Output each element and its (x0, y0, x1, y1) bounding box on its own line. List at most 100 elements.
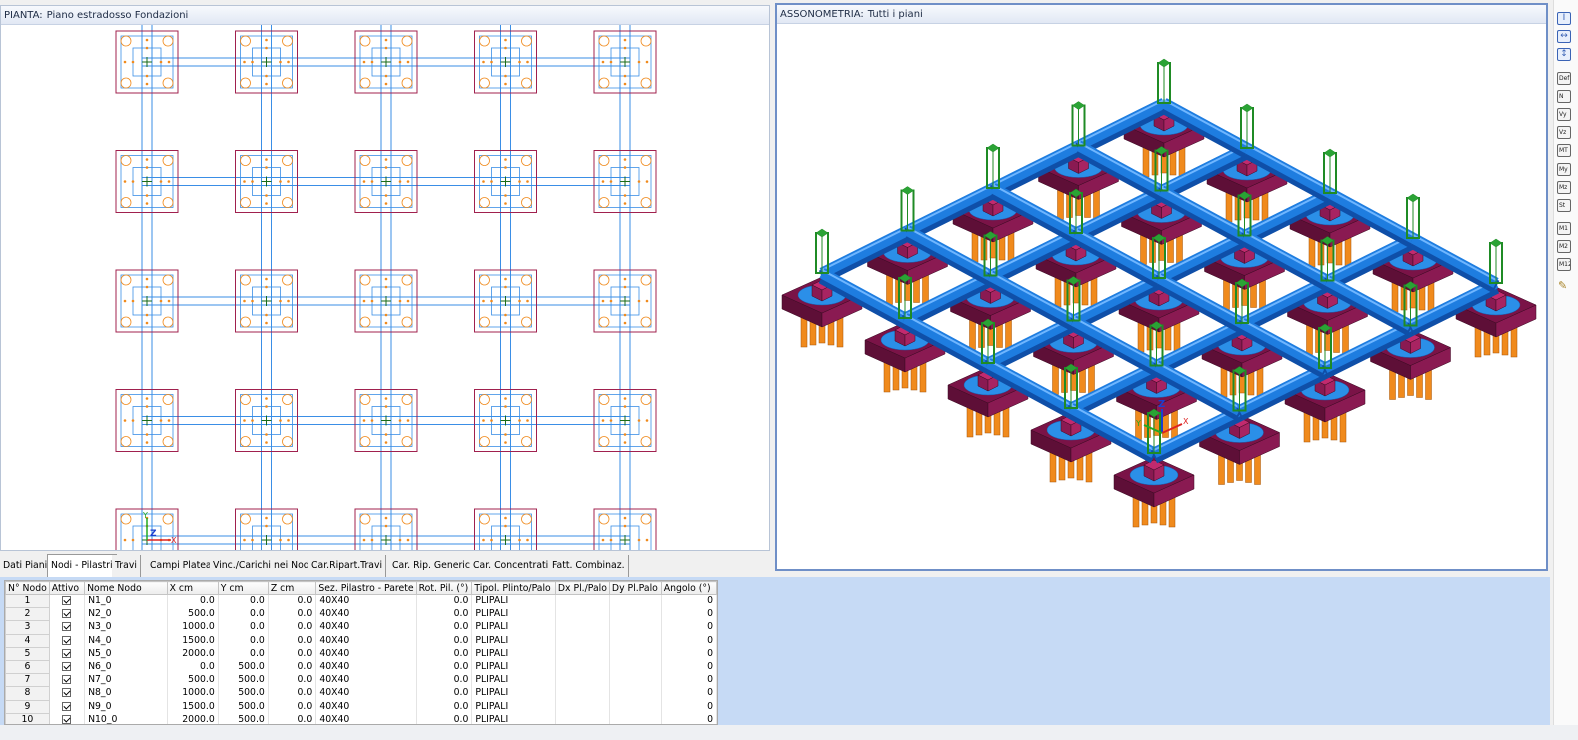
column-header[interactable]: Attivo (48, 581, 86, 595)
table-cell[interactable]: 40X40 (315, 607, 417, 621)
table-cell[interactable]: 0 (661, 713, 717, 724)
table-cell[interactable] (609, 607, 662, 621)
moment-z-icon[interactable]: Mz (1557, 181, 1571, 194)
table-cell[interactable] (555, 660, 610, 674)
table-cell[interactable]: 0.0 (416, 673, 473, 687)
table-cell[interactable]: 0 (661, 634, 717, 648)
table-cell[interactable] (555, 607, 610, 621)
table-cell[interactable]: N8_0 (84, 686, 168, 700)
table-cell[interactable]: PLIPALI (471, 686, 556, 700)
table-cell[interactable]: N4_0 (84, 634, 168, 648)
table-cell[interactable]: PLIPALI (471, 647, 556, 661)
table-cell[interactable]: 2000.0 (167, 647, 219, 661)
table-cell[interactable] (555, 700, 610, 714)
active-checkbox-cell[interactable] (49, 607, 86, 621)
checkbox[interactable] (62, 675, 72, 685)
table-cell[interactable] (609, 660, 662, 674)
row-number[interactable]: 8 (5, 686, 50, 701)
table-cell[interactable]: 0.0 (167, 660, 219, 674)
table-cell[interactable]: 0 (661, 673, 717, 687)
horizontal-dimension-icon[interactable]: ↔ (1557, 30, 1571, 43)
table-cell[interactable]: 500.0 (167, 607, 219, 621)
table-cell[interactable]: 0 (661, 594, 717, 608)
stress-icon[interactable]: St (1557, 199, 1571, 212)
table-cell[interactable]: 500.0 (218, 700, 269, 714)
plan-drawing[interactable]: ZXY (1, 25, 770, 551)
table-cell[interactable]: 0 (661, 607, 717, 621)
shear-y-icon[interactable]: Vy (1557, 108, 1571, 121)
table-cell[interactable] (609, 594, 662, 608)
table-cell[interactable]: 40X40 (315, 660, 417, 674)
table-cell[interactable]: 0.0 (416, 594, 473, 608)
table-cell[interactable]: 0.0 (268, 700, 317, 714)
active-checkbox-cell[interactable] (49, 647, 86, 661)
table-cell[interactable]: 40X40 (315, 634, 417, 648)
table-cell[interactable]: N7_0 (84, 673, 168, 687)
table-cell[interactable]: 0.0 (416, 647, 473, 661)
table-cell[interactable]: 2000.0 (167, 713, 219, 724)
vertical-dimension-icon[interactable]: ↕ (1557, 48, 1571, 61)
table-cell[interactable] (555, 673, 610, 687)
row-number[interactable]: 9 (5, 699, 50, 714)
table-cell[interactable]: 0 (661, 620, 717, 635)
table-cell[interactable]: 0.0 (416, 620, 473, 635)
table-cell[interactable]: PLIPALI (471, 673, 556, 687)
tab-car-rip-generici[interactable]: Car. Rip. Generici (389, 555, 477, 577)
table-cell[interactable]: 0.0 (268, 620, 317, 635)
row-number[interactable]: 2 (5, 607, 50, 622)
table-cell[interactable]: 0 (661, 647, 717, 661)
table-cell[interactable]: 1000.0 (167, 620, 219, 635)
table-cell[interactable]: 0.0 (167, 594, 219, 608)
table-cell[interactable]: 1000.0 (167, 686, 219, 700)
mode-2-icon[interactable]: M2 (1557, 240, 1571, 253)
mode-12-icon[interactable]: M12 (1557, 258, 1571, 271)
active-checkbox-cell[interactable] (49, 700, 86, 714)
table-cell[interactable] (609, 673, 662, 687)
table-cell[interactable]: 0.0 (268, 673, 317, 687)
row-number[interactable]: 6 (5, 659, 50, 675)
row-number[interactable]: 1 (5, 593, 50, 609)
checkbox[interactable] (62, 688, 72, 698)
table-cell[interactable]: N3_0 (84, 620, 168, 635)
table-cell[interactable] (609, 620, 662, 635)
table-cell[interactable]: N6_0 (84, 660, 168, 674)
column-header[interactable]: Z cm (267, 581, 317, 595)
table-cell[interactable]: PLIPALI (471, 607, 556, 621)
row-number[interactable]: 10 (5, 712, 50, 724)
column-header[interactable]: Nome Nodo (84, 581, 168, 595)
table-cell[interactable] (555, 713, 610, 724)
table-cell[interactable] (555, 594, 610, 608)
active-checkbox-cell[interactable] (49, 673, 86, 687)
table-cell[interactable]: 0.0 (416, 634, 473, 648)
table-cell[interactable]: N5_0 (84, 647, 168, 661)
table-cell[interactable]: 40X40 (315, 594, 417, 608)
table-cell[interactable]: 500.0 (218, 660, 269, 674)
axial-force-icon[interactable]: N (1557, 90, 1571, 103)
table-cell[interactable]: N1_0 (84, 594, 168, 608)
row-number[interactable]: 3 (5, 620, 50, 635)
table-cell[interactable] (555, 634, 610, 648)
table-cell[interactable]: 0.0 (268, 607, 317, 621)
table-cell[interactable]: 0.0 (218, 620, 269, 635)
table-cell[interactable] (609, 686, 662, 700)
checkbox[interactable] (62, 609, 72, 619)
table-cell[interactable]: 40X40 (315, 700, 417, 714)
active-checkbox-cell[interactable] (49, 634, 86, 648)
column-header[interactable]: Tipol. Plinto/Palo (471, 581, 556, 595)
tab-fatt-combinaz[interactable]: Fatt. Combinaz. (549, 555, 629, 577)
table-cell[interactable]: 0.0 (268, 634, 317, 648)
table-cell[interactable]: N9_0 (84, 700, 168, 714)
tab-vincoli-carichi-nodi[interactable]: Vinc./Carichi nei Nodi (210, 555, 317, 577)
table-cell[interactable]: 0.0 (268, 594, 317, 608)
column-header[interactable]: X cm (166, 581, 219, 595)
column-header[interactable]: Rot. Pil. (°) (415, 581, 473, 595)
active-checkbox-cell[interactable] (49, 594, 86, 608)
